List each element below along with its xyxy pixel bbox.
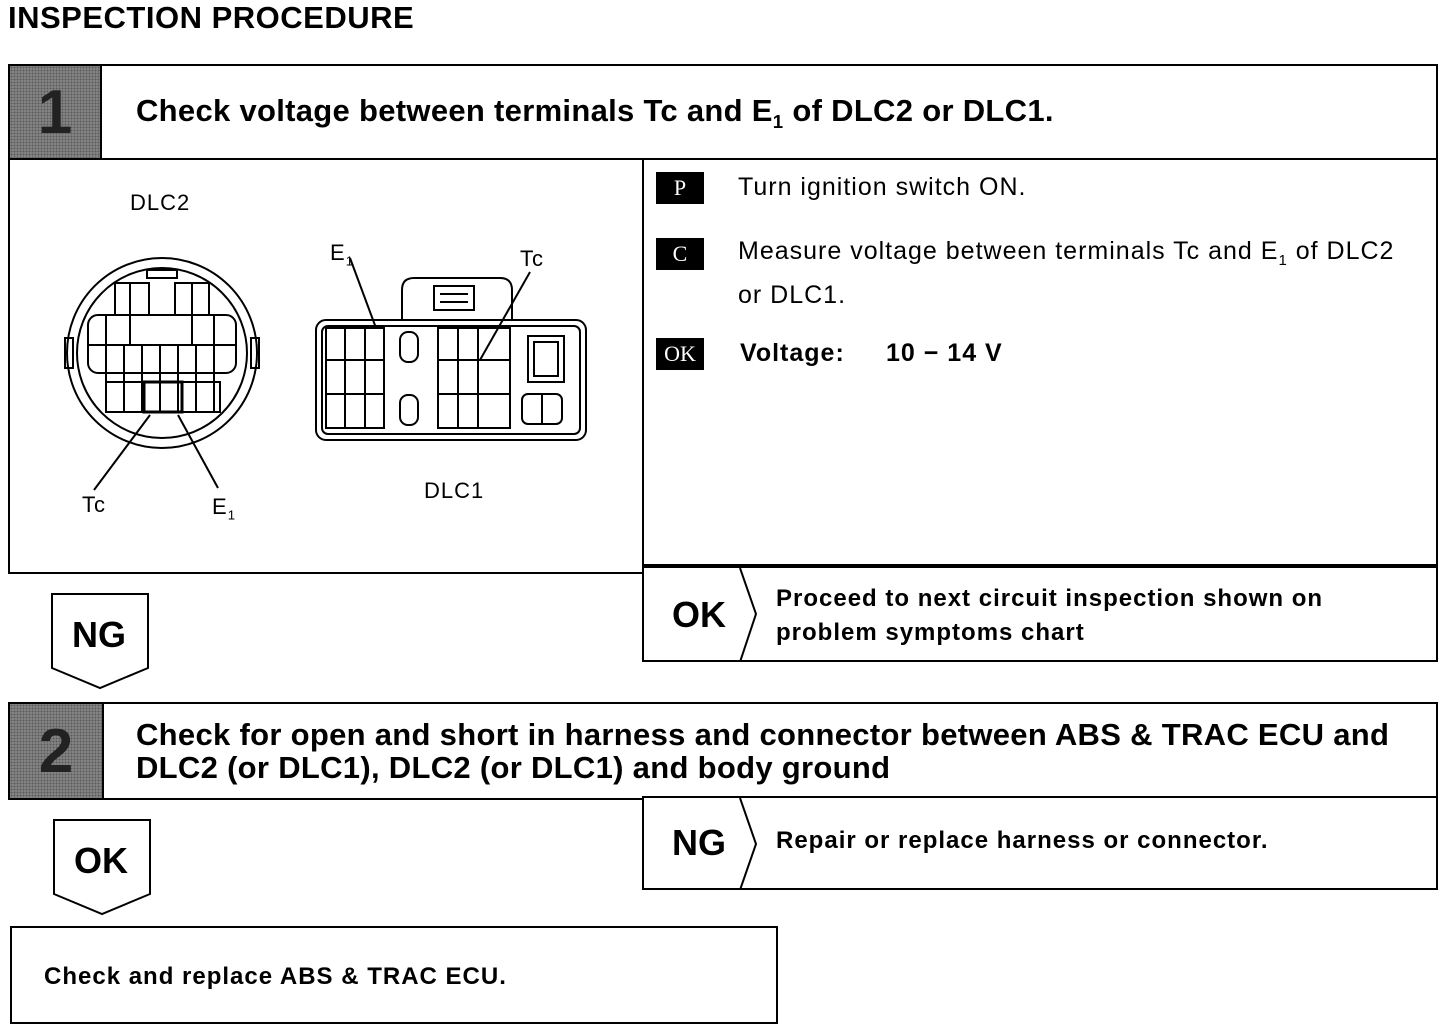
ng-arrow-box (51, 593, 149, 690)
connector-diagram (64, 257, 587, 491)
step1-header: 1 Check voltage between terminals Tc and… (8, 64, 1438, 160)
final-action-text: Check and replace ABS & TRAC ECU. (44, 963, 507, 990)
step1-number: 1 (37, 77, 73, 147)
step2-title: Check for open and short in harness and … (136, 717, 1390, 785)
step2-number-badge: 2 (10, 704, 104, 798)
dlc1-label: DLC1 (424, 478, 485, 503)
step1-ok-text: Proceed to next circuit inspection shown… (776, 585, 1324, 646)
step1-ok-result (642, 566, 1438, 662)
step2-ng-result (642, 796, 1438, 890)
step2-number: 2 (38, 716, 74, 786)
dlc1-connector (315, 257, 587, 441)
dlc2-label: DLC2 (130, 190, 191, 215)
dlc2-tc-label: Tc (82, 492, 106, 517)
page-heading: INSPECTION PROCEDURE (8, 0, 415, 35)
tag-c: C (656, 238, 704, 270)
step1-number-badge: 1 (10, 66, 102, 158)
step1-title: Check voltage between terminals Tc and E… (136, 94, 1054, 138)
voltage-label: Voltage: (740, 339, 845, 367)
ng-chevron-divider (739, 798, 758, 890)
instruction-c: Measure voltage between terminals Tc and… (738, 237, 1395, 309)
dlc1-e1-label: E1 (330, 240, 355, 269)
final-action-box (10, 926, 778, 1024)
tag-p: P (656, 172, 704, 204)
voltage-value: 10 − 14 V (886, 339, 1003, 367)
step2-ok-label: OK (74, 840, 128, 881)
tag-ok: OK (656, 338, 704, 370)
dlc2-connector (64, 257, 260, 491)
dlc2-e1-label: E1 (212, 494, 237, 523)
step1-ng-label: NG (72, 614, 126, 655)
step2-ng-label: NG (672, 822, 726, 863)
instruction-p: Turn ignition switch ON. (738, 173, 1027, 201)
step1-title-sub: 1 (772, 111, 784, 133)
step1-title-text-end: of DLC2 or DLC1. (783, 93, 1054, 128)
step2-header: 2 Check for open and short in harness an… (8, 702, 1438, 800)
ok-arrow-box (53, 819, 151, 916)
step1-ok-label: OK (672, 594, 726, 635)
step2-ng-text: Repair or replace harness or connector. (776, 827, 1269, 854)
ok-chevron-divider (739, 568, 758, 662)
step1-title-text: Check voltage between terminals Tc and E (136, 93, 773, 128)
step1-instructions-panel (642, 158, 1438, 566)
dlc1-tc-label: Tc (520, 246, 544, 271)
